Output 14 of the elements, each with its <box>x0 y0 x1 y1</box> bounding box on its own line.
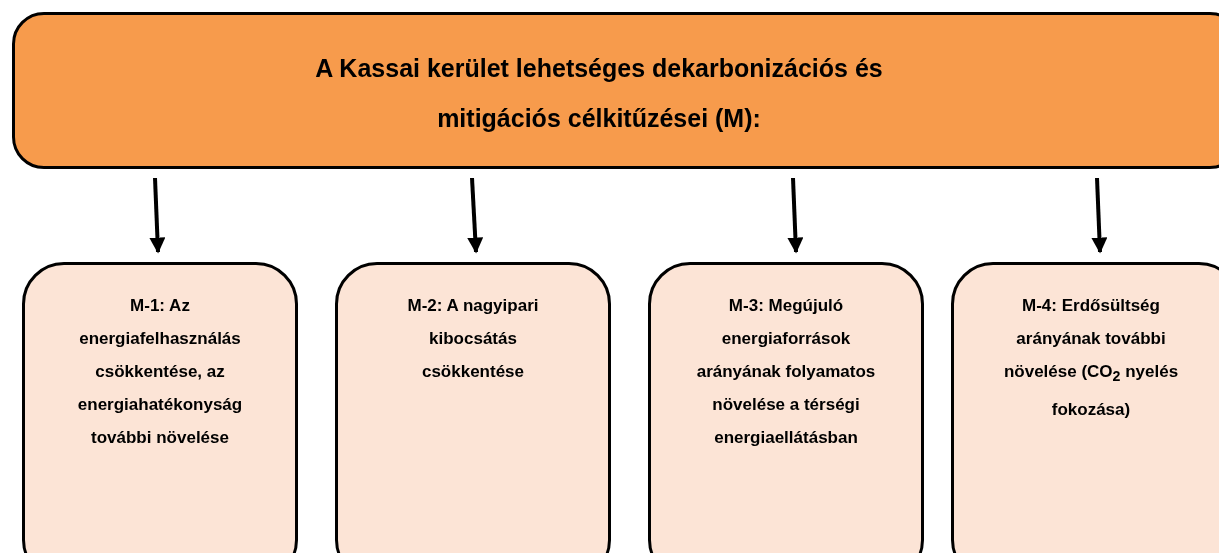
arrow <box>149 177 166 254</box>
goal-text: M-2: A nagyipari kibocsátás csökkentése <box>406 295 540 383</box>
goal-box <box>22 262 298 553</box>
goal-box <box>951 262 1219 553</box>
goal-box <box>648 262 924 553</box>
goal-box <box>335 262 611 553</box>
title-text: A Kassai kerület lehetséges dekarbonizációs és mitigációs célkitűzései (M): <box>314 53 884 134</box>
arrow <box>1091 177 1108 254</box>
goal-text: M-4: Erdősültség arányának további növelése (CO$_{2}$ nyelés fokozása) <box>1002 295 1180 422</box>
goal-text: M-1: Az energiafelhasználás csökkentése, az energiahatékonyság további növelése <box>76 295 244 449</box>
arrow <box>467 177 484 254</box>
goal-text: M-3: Megújuló energiaforrások arányának folyamatos növelése a térségi energiaellátásban <box>696 295 876 449</box>
arrow <box>787 177 804 254</box>
header-box <box>12 12 1219 169</box>
